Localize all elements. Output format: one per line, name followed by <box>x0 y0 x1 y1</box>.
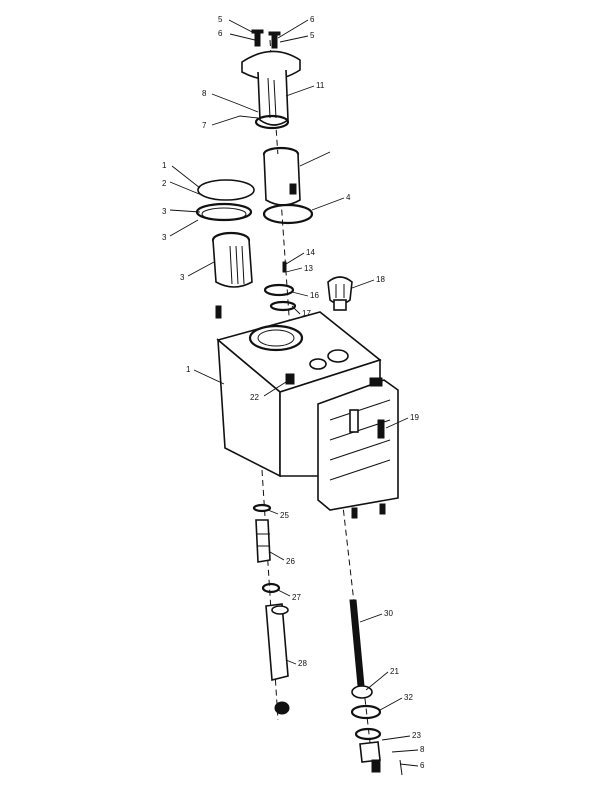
callout-19: 19 <box>410 413 419 422</box>
callout-11: 11 <box>316 81 325 90</box>
callout-4: 4 <box>346 193 351 202</box>
callout-30: 30 <box>384 609 393 618</box>
callout-8: 8 <box>202 89 207 98</box>
lower-shaft-assembly <box>349 599 403 776</box>
callout-6-top-right: 6 <box>310 15 315 24</box>
callout-17: 17 <box>302 309 311 318</box>
float-housing-part <box>262 146 314 225</box>
knob-part <box>327 276 353 311</box>
callout-25: 25 <box>280 511 289 520</box>
filter-cylinder-part <box>211 231 253 288</box>
callout-14: 14 <box>306 248 315 257</box>
callout-8-bottom: 8 <box>420 745 425 754</box>
flanged-tube-part <box>241 50 301 130</box>
callout-5-top-left: 5 <box>218 15 223 24</box>
callout-26: 26 <box>286 557 295 566</box>
callout-stack-4: 3 <box>162 233 167 242</box>
callout-22: 22 <box>250 393 259 402</box>
small-fittings <box>215 261 297 319</box>
callout-28: 28 <box>298 659 307 668</box>
callout-3: 3 <box>180 273 185 282</box>
callout-13: 13 <box>304 264 313 273</box>
callout-stack-2: 2 <box>162 179 167 188</box>
callout-1: 1 <box>186 365 191 374</box>
callout-23: 23 <box>412 731 421 740</box>
callout-6-top-left: 6 <box>218 29 223 38</box>
leader-lines <box>169 19 419 767</box>
top-screw-right <box>268 31 281 49</box>
callout-7: 7 <box>202 121 207 130</box>
callout-stack-1: 1 <box>162 161 167 170</box>
callout-6-bottom: 6 <box>420 761 425 770</box>
callout-27: 27 <box>292 593 301 602</box>
lid-gasket-stack <box>195 179 255 222</box>
callout-18: 18 <box>376 275 385 284</box>
callout-5-top-right: 5 <box>310 31 315 40</box>
callout-21: 21 <box>390 667 399 676</box>
control-box <box>317 377 399 519</box>
callout-16: 16 <box>310 291 319 300</box>
callout-stack-3: 3 <box>162 207 167 216</box>
callout-32: 32 <box>404 693 413 702</box>
drain-assembly <box>252 503 290 715</box>
